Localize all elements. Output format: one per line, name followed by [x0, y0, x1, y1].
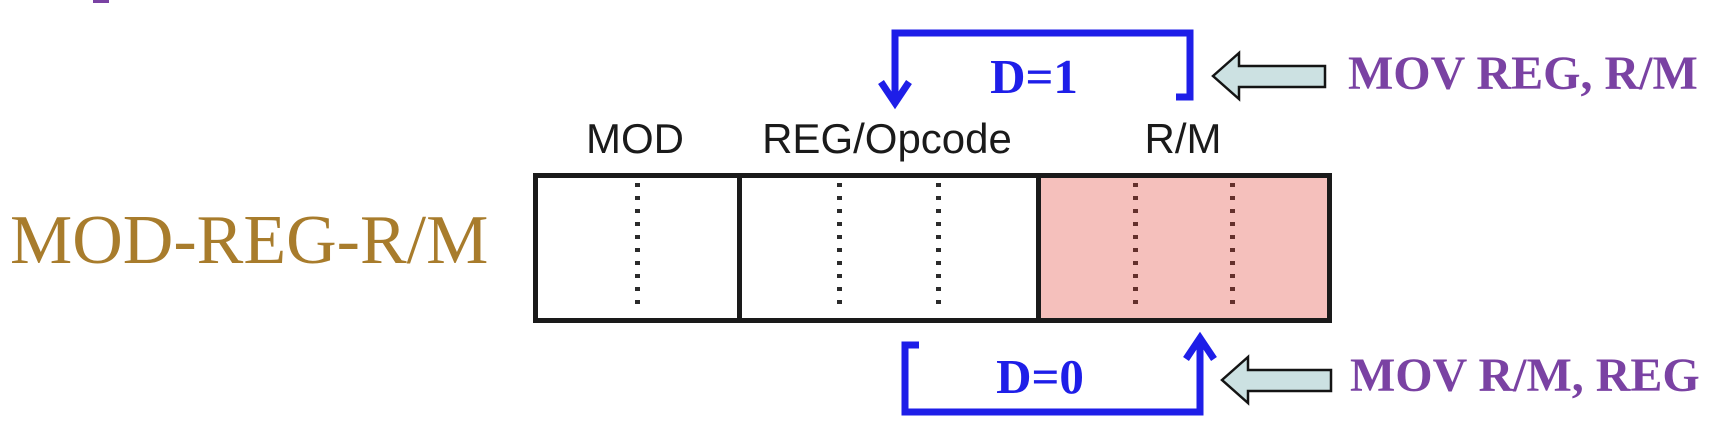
d0-up-arrowhead-icon — [1183, 331, 1217, 361]
field-label-mod: MOD — [586, 115, 684, 162]
left-block-arrow-icon — [1220, 354, 1333, 406]
diagram-title: MOD-REG-R/M — [10, 202, 489, 279]
bit-cell — [640, 183, 737, 313]
field-label-rm: R/M — [1144, 115, 1222, 162]
instruction-mov-rm-reg: MOV R/M, REG — [1350, 349, 1700, 402]
bit-cell — [1235, 183, 1327, 313]
bit-cell — [538, 183, 635, 313]
bit-divider — [1133, 183, 1138, 313]
bit-cell — [941, 183, 1036, 313]
bit-divider — [1230, 183, 1235, 313]
bit-cell — [1041, 183, 1133, 313]
field-rm-highlighted — [1036, 178, 1327, 318]
bit-cell — [742, 183, 837, 313]
bit-divider — [936, 183, 942, 313]
d1-down-arrowhead-icon — [878, 80, 912, 110]
modregrm-byte-box — [533, 173, 1332, 323]
left-block-arrow-icon — [1211, 50, 1327, 102]
bit-cell — [1138, 183, 1230, 313]
field-reg-opcode — [737, 178, 1036, 318]
field-mod — [538, 178, 737, 318]
cropped-text-fragment — [93, 0, 109, 3]
d1-label: D=1 — [990, 49, 1078, 104]
bit-divider — [836, 183, 842, 313]
bit-divider — [635, 183, 640, 313]
field-label-reg-opcode: REG/Opcode — [762, 115, 1012, 162]
d0-label: D=0 — [996, 349, 1084, 404]
instruction-mov-reg-rm: MOV REG, R/M — [1348, 47, 1698, 100]
bit-cell — [842, 183, 937, 313]
